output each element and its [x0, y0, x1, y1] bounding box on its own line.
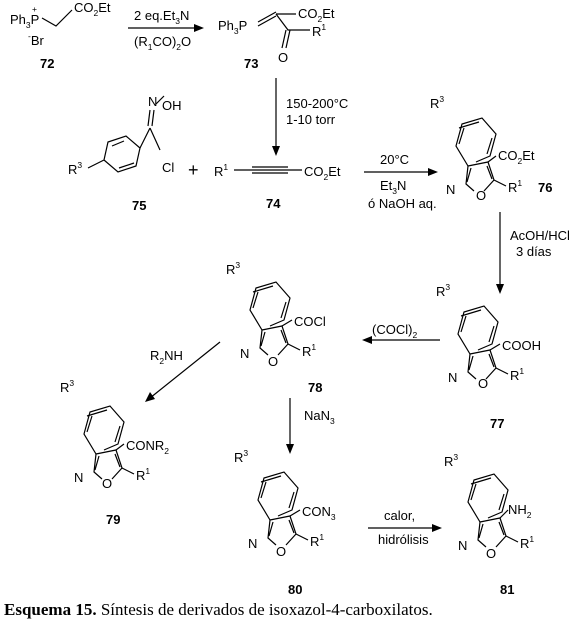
svg-text:81: 81 [500, 582, 514, 597]
svg-text:R3: R3 [430, 94, 444, 111]
svg-text:20°C: 20°C [380, 152, 409, 167]
compound-74: R1 CO2Et 74 [214, 162, 341, 211]
svg-text:NH2: NH2 [508, 502, 532, 520]
svg-text:74: 74 [266, 196, 281, 211]
compound-81: R3 NH2 R1 N O 81 [444, 452, 534, 597]
svg-text:CONR2: CONR2 [126, 438, 169, 456]
svg-text:R1: R1 [510, 366, 524, 383]
svg-text:O: O [276, 544, 286, 559]
svg-text:R3: R3 [60, 378, 74, 395]
svg-text:ó NaOH aq.: ó NaOH aq. [368, 196, 437, 211]
svg-text:O: O [102, 476, 112, 491]
svg-text:calor,: calor, [384, 508, 415, 523]
svg-text:+: + [32, 4, 37, 14]
svg-text:CO2Et: CO2Et [304, 164, 341, 182]
svg-text:CO2Et: CO2Et [298, 6, 335, 24]
svg-text:79: 79 [106, 512, 120, 527]
svg-text:CO2Et: CO2Et [498, 148, 535, 166]
svg-text:R3: R3 [68, 160, 82, 177]
svg-text:77: 77 [490, 416, 504, 431]
svg-text:R1: R1 [302, 342, 316, 359]
svg-text:N: N [458, 538, 467, 553]
svg-text:O: O [476, 188, 486, 203]
figure-caption: Esquema 15. Síntesis de derivados de iso… [4, 600, 576, 620]
compound-76: R3 CO2Et R1 N O 76 [430, 94, 552, 203]
svg-text:R1: R1 [520, 534, 534, 551]
svg-text:CO2Et: CO2Et [74, 0, 111, 18]
arrow-73-74: 150-200°C 1-10 torr [272, 78, 348, 156]
svg-text:2 eq.Et3N: 2 eq.Et3N [134, 8, 189, 26]
caption-text: Síntesis de derivados de isoxazol-4-carb… [96, 600, 433, 619]
arrow-77-78: (COCl)2 [362, 322, 440, 344]
svg-text:R1: R1 [214, 162, 228, 179]
svg-text:O: O [478, 376, 488, 391]
compound-80: R3 CON3 R1 N O 80 [234, 448, 336, 597]
svg-text:COCl: COCl [294, 314, 326, 329]
caption-label: Esquema 15. [4, 600, 97, 619]
svg-text:CON3: CON3 [302, 504, 336, 522]
svg-text:N: N [446, 182, 455, 197]
arrow-80-81: calor, hidrólisis [368, 508, 442, 547]
svg-text:Ph3P: Ph3P [218, 18, 247, 36]
svg-text:R3: R3 [226, 260, 240, 277]
svg-text:76: 76 [538, 180, 552, 195]
compound-79: R3 CONR2 R1 N O 79 [60, 378, 169, 527]
svg-text:Et3N: Et3N [380, 178, 406, 196]
svg-text:R1: R1 [312, 22, 326, 39]
svg-text:N: N [148, 94, 157, 109]
svg-text:N: N [248, 536, 257, 551]
arrow-74-76: 20°C Et3N ó NaOH aq. [364, 152, 438, 211]
svg-text:COOH: COOH [502, 338, 541, 353]
plus-sign: + [188, 160, 199, 180]
svg-text:R1: R1 [310, 532, 324, 549]
arrow-76-77: AcOH/HCl 3 días [496, 212, 570, 294]
svg-text:72: 72 [40, 56, 54, 71]
compound-78: R3 COCl R1 N O 78 [226, 260, 326, 395]
svg-text:(R1CO)2O: (R1CO)2O [134, 34, 191, 52]
svg-text:Ph3P: Ph3P [10, 12, 39, 30]
svg-text:OH: OH [162, 98, 182, 113]
svg-text:3 días: 3 días [516, 244, 552, 259]
svg-text:R3: R3 [234, 448, 248, 465]
svg-text:Cl: Cl [162, 160, 174, 175]
svg-text:1-10 torr: 1-10 torr [286, 112, 336, 127]
svg-text:(COCl)2: (COCl)2 [372, 322, 417, 340]
compound-77: R3 COOH R1 N O 77 [436, 282, 541, 431]
svg-text:73: 73 [244, 56, 258, 71]
compound-75: R3 N OH Cl 75 [68, 94, 182, 213]
svg-text:80: 80 [288, 582, 302, 597]
compound-72: Ph3P + -Br CO2Et 72 [10, 0, 111, 71]
svg-text:NaN3: NaN3 [304, 408, 335, 426]
svg-text:hidrólisis: hidrólisis [378, 532, 429, 547]
svg-text:R1: R1 [136, 466, 150, 483]
svg-text:150-200°C: 150-200°C [286, 96, 348, 111]
arrow-78-79: R2NH [145, 341, 221, 402]
svg-text:AcOH/HCl: AcOH/HCl [510, 228, 570, 243]
svg-text:78: 78 [308, 380, 322, 395]
svg-text:N: N [74, 470, 83, 485]
svg-text:-Br: -Br [28, 31, 45, 48]
svg-text:75: 75 [132, 198, 146, 213]
svg-text:R1: R1 [508, 178, 522, 195]
svg-text:O: O [486, 546, 496, 561]
arrow-78-80: NaN3 [286, 398, 335, 454]
svg-text:R3: R3 [444, 452, 458, 469]
svg-text:R3: R3 [436, 282, 450, 299]
svg-text:R2NH: R2NH [150, 348, 183, 366]
compound-73: Ph3P CO2Et R1 O 73 [218, 6, 335, 71]
svg-text:N: N [240, 346, 249, 361]
svg-text:N: N [448, 370, 457, 385]
svg-text:O: O [278, 50, 288, 65]
arrow-72-73: 2 eq.Et3N (R1CO)2O [128, 8, 204, 52]
svg-text:O: O [268, 354, 278, 369]
